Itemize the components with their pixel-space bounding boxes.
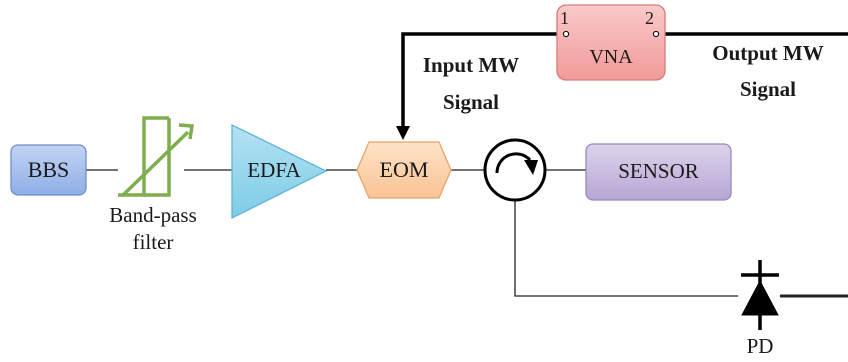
vna-port1-label: 1 — [560, 8, 569, 28]
vna-label: VNA — [589, 46, 633, 68]
vna-box — [556, 4, 666, 81]
input-mw-cable — [401, 32, 565, 128]
input-mw-label-line2: Signal — [442, 90, 500, 114]
vna-port1-dot — [562, 30, 570, 38]
mw-cables — [401, 32, 848, 128]
photodiode-icon — [741, 260, 779, 330]
pd-label: PD — [746, 334, 774, 358]
input-arrowhead — [396, 126, 410, 140]
filter-label-line1: Band-pass — [109, 203, 197, 227]
sensor-box — [585, 143, 732, 201]
output-mw-label-line1: Output MW — [712, 41, 824, 65]
edfa-triangle — [231, 123, 328, 220]
band-pass-filter-icon — [118, 116, 195, 198]
optical-path — [86, 169, 848, 298]
eom-hexagon — [356, 141, 452, 199]
output-mw-label-line2: Signal — [739, 77, 797, 101]
eom-label: EOM — [379, 157, 429, 182]
bbs-label: BBS — [27, 157, 70, 182]
circulator-icon — [483, 138, 547, 202]
bbs-box — [10, 144, 87, 196]
filter-label-line2: filter — [132, 230, 174, 254]
vna-port2-label: 2 — [645, 8, 654, 28]
input-mw-label-line1: Input MW — [422, 53, 520, 77]
vna-port2-dot — [652, 30, 660, 38]
sensor-label: SENSOR — [618, 159, 699, 183]
edfa-label: EDFA — [247, 158, 301, 182]
